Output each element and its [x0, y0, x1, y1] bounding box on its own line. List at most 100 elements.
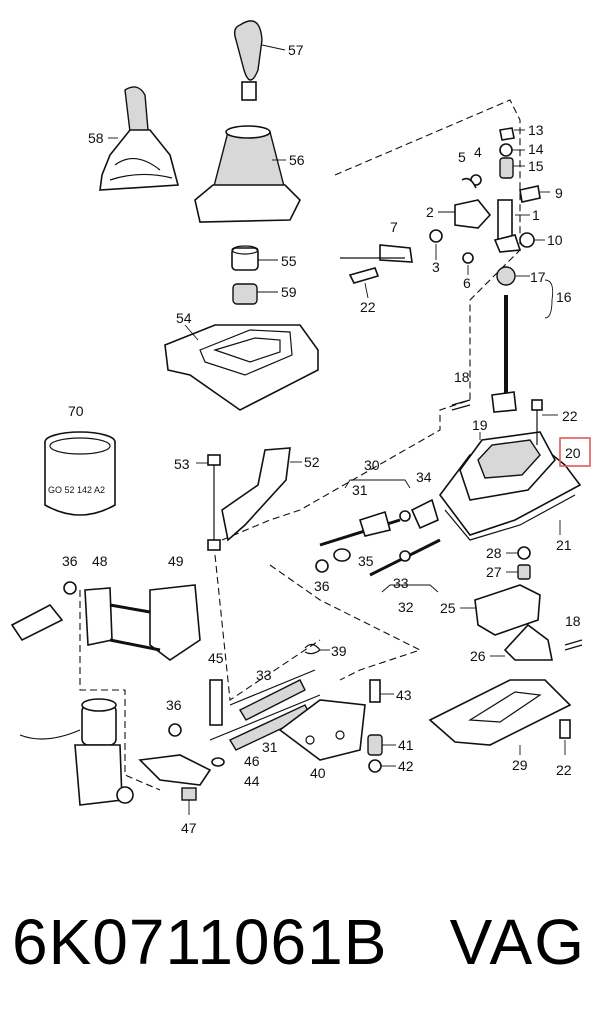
highlight-box-20: [559, 437, 591, 467]
bolt-22-lower: [559, 719, 571, 755]
lever-arm-52: [221, 447, 302, 542]
console-trim: [164, 324, 319, 411]
nut-36-lower: [168, 723, 182, 737]
shift-lever-linkage: [438, 174, 530, 253]
part-number: 6K0711061B: [12, 906, 388, 978]
bushing-55: [231, 245, 278, 271]
assembly-boundary-left: [79, 590, 161, 791]
parts-27-28: [506, 546, 531, 580]
callout-52: 52: [304, 454, 320, 470]
callout-55: 55: [281, 253, 297, 269]
bushing-59: [232, 283, 278, 305]
bolt-53: [196, 454, 221, 551]
callout-40: 40: [310, 765, 326, 781]
callout-46: 46: [244, 753, 260, 769]
clip-18-lower: [564, 639, 583, 651]
assembly-boundary-lower: [269, 564, 422, 681]
callout-18-upper: 18: [454, 369, 470, 385]
lever-44: [138, 754, 212, 786]
exploded-parts-diagram: 1 2 3 4 5 6 7 9 10 13 14 15 16 17 18 18 …: [10, 20, 591, 836]
shift-housing: [439, 431, 582, 541]
callout-43: 43: [396, 687, 412, 703]
callout-19: 19: [472, 417, 488, 433]
clip-18-upper: [451, 399, 471, 411]
callout-7: 7: [390, 219, 398, 235]
callout-32: 32: [398, 599, 414, 615]
callout-57: 57: [288, 42, 304, 58]
callout-48: 48: [92, 553, 108, 569]
bar-7: [340, 244, 413, 263]
lever-49: [109, 584, 201, 661]
cable-33-lower: [229, 669, 316, 721]
callout-41: 41: [398, 737, 414, 753]
parts-3-6: [429, 229, 474, 275]
trim-plate-29: [428, 679, 572, 755]
nut-47: [181, 787, 197, 815]
callout-34: 34: [416, 469, 432, 485]
callout-54: 54: [176, 310, 192, 326]
callout-42: 42: [398, 758, 414, 774]
callout-14: 14: [528, 141, 544, 157]
callout-22-housing: 22: [562, 408, 578, 424]
callout-36-center: 36: [314, 578, 330, 594]
callout-26: 26: [470, 648, 486, 664]
callout-44: 44: [244, 773, 260, 789]
bolt-9: [519, 185, 550, 203]
callout-31-upper: 31: [352, 482, 368, 498]
callout-5: 5: [458, 149, 466, 165]
bolt-45: [209, 679, 223, 726]
callout-29: 29: [512, 757, 528, 773]
brand-name: VAG: [449, 906, 586, 978]
callout-30: 30: [364, 457, 380, 473]
clip-left: [10, 603, 64, 642]
callout-27: 27: [486, 564, 502, 580]
bolt-22-upper: [348, 267, 380, 299]
callout-58: 58: [88, 130, 104, 146]
bolt-22-housing: [531, 399, 558, 445]
callout-1: 1: [532, 207, 540, 223]
nut-10: [519, 232, 545, 248]
callout-2: 2: [426, 204, 434, 220]
callout-70: 70: [68, 403, 84, 419]
callout-33-lower: 33: [256, 667, 272, 683]
callout-33-upper: 33: [393, 575, 409, 591]
callout-47: 47: [181, 820, 197, 836]
selector-housing-25: [460, 584, 541, 636]
callout-16: 16: [556, 289, 572, 305]
ring-70: [44, 431, 116, 516]
gear-knob: [233, 20, 286, 101]
callout-20: 20: [565, 445, 581, 461]
nut-36-left: [63, 581, 77, 595]
transmission-bracket: [19, 698, 134, 806]
callout-45: 45: [208, 650, 224, 666]
gear-knob-with-boot: [99, 86, 180, 191]
selector-cable-30: [319, 479, 411, 547]
bracket-48: [84, 587, 151, 646]
callout-28: 28: [486, 545, 502, 561]
washer-35: [333, 548, 351, 562]
base-plate-40: [278, 699, 366, 761]
callout-4: 4: [474, 144, 482, 160]
callout-25: 25: [440, 600, 456, 616]
callout-59: 59: [281, 284, 297, 300]
shift-rod: [491, 266, 554, 413]
callout-22-upper: 22: [360, 299, 376, 315]
footer: 6K0711061B VAG: [0, 905, 600, 1005]
callout-31-lower: 31: [262, 739, 278, 755]
callout-53: 53: [174, 456, 190, 472]
callout-22-lower: 22: [556, 762, 572, 778]
washer-46: [211, 757, 225, 767]
small-hardware-13-15: [499, 127, 525, 179]
bracket-34: [410, 498, 439, 530]
gate-cable-32: [369, 538, 441, 593]
callout-35: 35: [358, 553, 374, 569]
callout-39: 39: [331, 643, 347, 659]
ring-marking: GO 52 142 A2: [48, 485, 105, 495]
callout-49: 49: [168, 553, 184, 569]
callout-9: 9: [555, 185, 563, 201]
bolt-43: [369, 679, 394, 703]
callout-21: 21: [556, 537, 572, 553]
clip-39: [304, 643, 330, 655]
callout-36-left: 36: [62, 553, 78, 569]
callout-13: 13: [528, 122, 544, 138]
